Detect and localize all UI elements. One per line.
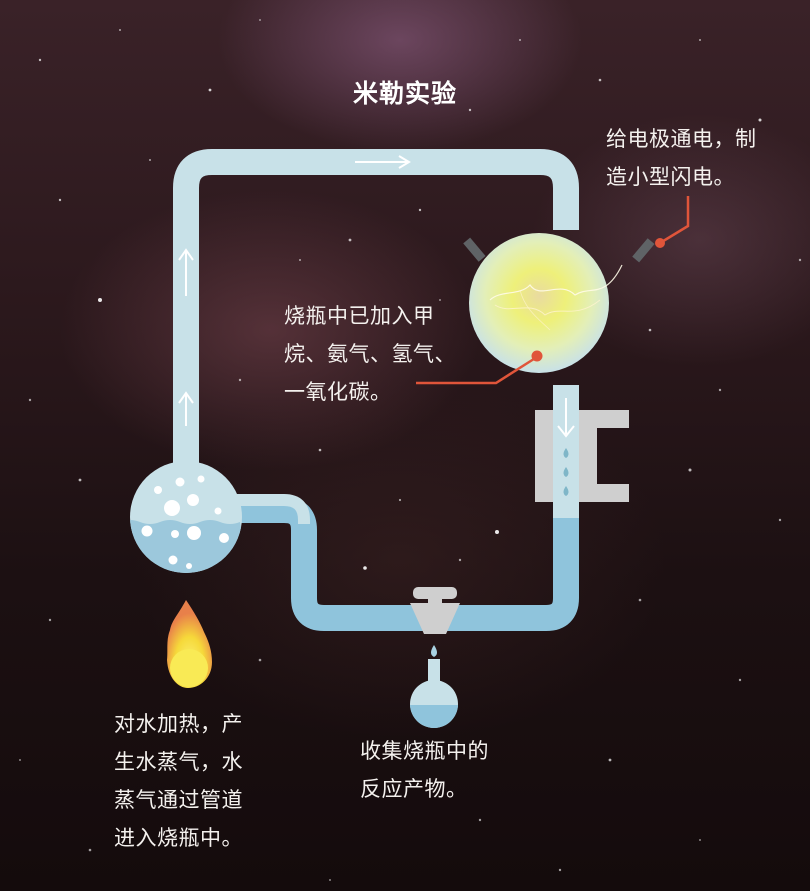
water-drops xyxy=(563,448,569,496)
stopcock xyxy=(410,587,460,634)
flow-arrows xyxy=(178,155,411,426)
return-pipe xyxy=(236,497,579,631)
page-title: 米勒实验 xyxy=(352,79,457,108)
star-field xyxy=(19,19,802,881)
electrode-left xyxy=(463,237,486,262)
collection-flask xyxy=(410,659,458,728)
condenser xyxy=(535,410,629,502)
gases-caption: 烧瓶中已加入甲 烷、氨气、氢气、 一氧化碳。 xyxy=(284,304,456,404)
drop-icon xyxy=(431,645,437,657)
spark-flask xyxy=(469,233,623,373)
electrode-leader-line xyxy=(659,196,690,245)
flame-icon xyxy=(167,600,212,688)
collect-caption: 收集烧瓶中的 反应产物。 xyxy=(360,739,489,801)
electrode-caption: 给电极通电，制 造小型闪电。 xyxy=(606,127,757,189)
gases-leader-line xyxy=(416,355,538,385)
electrode-right xyxy=(632,238,655,263)
heat-caption: 对水加热，产 生水蒸气，水 蒸气通过管道 进入烧瓶中。 xyxy=(114,712,243,850)
water-flask xyxy=(130,461,242,573)
bubbles xyxy=(141,475,229,569)
